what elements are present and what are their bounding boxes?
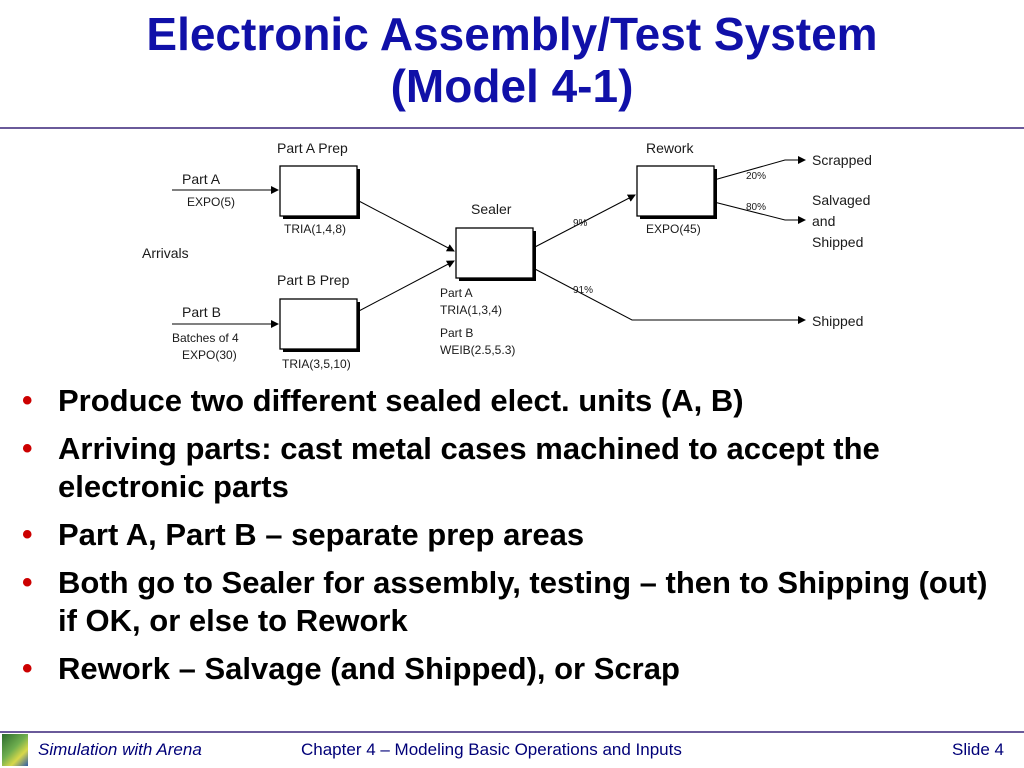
flow-diagram: Arrivals Part A EXPO(5) Part B Batches o… (142, 140, 872, 371)
bullet-marker: • (22, 432, 33, 465)
rework-dist: EXPO(45) (646, 222, 701, 236)
title-line-1: Electronic Assembly/Test System (146, 8, 878, 60)
part-a-prep-dist: TRIA(1,4,8) (284, 222, 346, 236)
pct-salvaged-label: 80% (746, 202, 766, 213)
bullet-item: • Produce two different sealed elect. uni… (18, 382, 1008, 420)
pct-scrapped-label: 20% (746, 171, 766, 182)
sealer-part-b-label: Part B (440, 326, 473, 340)
footer-chapter-title: Chapter 4 – Modeling Basic Operations an… (301, 740, 682, 759)
part-b-prep-dist: TRIA(3,5,10) (282, 357, 351, 371)
rework-label: Rework (646, 140, 694, 156)
sealer-to-shipped-arrow (532, 267, 806, 324)
bullet-item: • Both go to Sealer for assembly, testing… (18, 564, 1008, 640)
footer-slide-number: Slide 4 (952, 740, 1004, 759)
title-divider (0, 127, 1024, 129)
sealer-part-a-label: Part A (440, 286, 473, 300)
bullet-marker: • (22, 384, 33, 417)
sealer-label: Sealer (471, 201, 512, 217)
arrivals-label: Arrivals (142, 245, 189, 261)
salvaged-label-line3: Shipped (812, 234, 863, 250)
pct-rework-label: 9% (573, 218, 588, 229)
bullet-item: • Part A, Part B – separate prep areas (18, 516, 1008, 554)
part-b-dist: EXPO(30) (182, 348, 237, 362)
shipped-label: Shipped (812, 313, 863, 329)
part-b-batch: Batches of 4 (172, 331, 239, 345)
sealer-to-rework-arrow (532, 194, 636, 249)
part-a-prep-label: Part A Prep (277, 140, 348, 156)
bullet-text: Both go to Sealer for assembly, testing … (58, 565, 988, 638)
footer-divider (0, 731, 1024, 733)
salvaged-label-line1: Salvaged (812, 192, 870, 208)
footer-course-title: Simulation with Arena (38, 740, 202, 759)
rework-to-scrapped-arrow (713, 156, 806, 181)
slide-title: Electronic Assembly/Test System (Model 4… (0, 8, 1024, 112)
bullet-marker: • (22, 566, 33, 599)
part-b-label: Part B (182, 304, 221, 320)
sealer-part-b-dist: WEIB(2.5,5.3) (440, 343, 515, 357)
pct-shipped-label: 91% (573, 285, 593, 296)
bullet-text: Part A, Part B – separate prep areas (58, 517, 585, 552)
sealer-part-a-dist: TRIA(1,3,4) (440, 303, 502, 317)
salvaged-label-line2: and (812, 213, 835, 229)
prep-a-to-sealer-arrow (356, 199, 455, 252)
sealer-box (455, 227, 534, 279)
bullet-text: Produce two different sealed elect. unit… (58, 383, 744, 418)
bullet-item: • Rework – Salvage (and Shipped), or Scra… (18, 650, 1008, 688)
prep-b-to-sealer-arrow (356, 260, 455, 313)
part-a-dist: EXPO(5) (187, 195, 235, 209)
part-b-prep-box (279, 298, 358, 350)
rework-to-salvaged-arrow (713, 201, 806, 224)
part-a-label: Part A (182, 171, 221, 187)
bullet-text: Arriving parts: cast metal cases machine… (58, 431, 880, 504)
part-a-prep-box (279, 165, 358, 217)
rework-box (636, 165, 715, 217)
title-line-2: (Model 4-1) (390, 60, 634, 112)
part-b-prep-label: Part B Prep (277, 272, 350, 288)
bullet-text: Rework – Salvage (and Shipped), or Scrap (58, 651, 680, 686)
bullet-marker: • (22, 652, 33, 685)
arena-logo-icon (2, 734, 28, 766)
scrapped-label: Scrapped (812, 152, 872, 168)
bullet-item: • Arriving parts: cast metal cases machin… (18, 430, 1008, 506)
bullet-marker: • (22, 518, 33, 551)
bullet-list: • Produce two different sealed elect. uni… (18, 382, 1008, 698)
